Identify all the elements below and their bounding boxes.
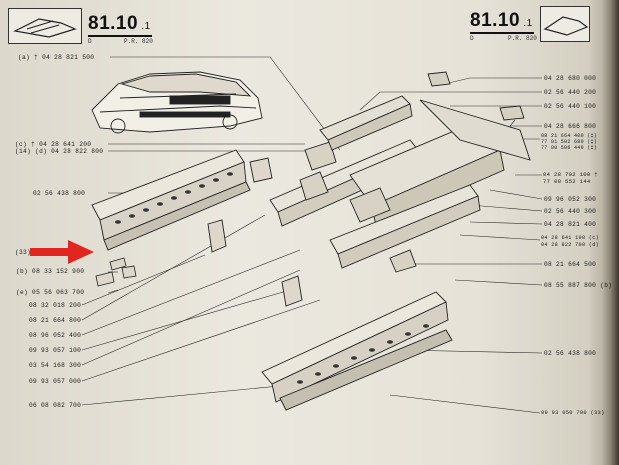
header-left-section: 81.10 [88,13,139,34]
header-right-sub: 1 [526,18,533,29]
ref-label-right: 09 96 052 300 [544,196,597,203]
ref-label-right: 04 28 641 100 (c) [541,235,600,241]
ref-label-left: 09 93 057 000 [29,378,82,385]
ref-label-right: 02 56 440 100 [544,103,597,110]
book-spine-edge [590,0,619,465]
ref-label-left: 08 21 664 800 [29,317,82,324]
ref-label-right: 08 55 887 800 (b) [544,282,613,289]
ref-label-left: 09 93 057 100 [29,347,82,354]
ref-label-right: 02 56 438 800 [544,350,597,357]
ref-label-right: 02 56 440 300 [544,208,597,215]
header-right-section: 81.10 [470,10,521,31]
ref-label-right: 09 93 050 700 (33) [541,410,605,416]
header-left-sub: 1 [144,21,151,32]
ref-label-right: 04 28 666 800 [544,123,597,130]
header-right-meta-d: D [470,35,474,42]
header-right-box [540,6,590,42]
ref-label-right: 08 21 664 500 [544,261,597,268]
callout-arrow [30,240,94,264]
leader-lines [81,56,543,414]
header-right-meta-pr: P.R. 820 [508,35,537,42]
ref-label-left: 06 08 082 700 [29,402,82,409]
ref-label-left: (c) † 04 28 641 200 [15,141,92,148]
header-right-thumbnail-icon [543,16,589,36]
ref-label-left: 02 56 438 800 [33,190,86,197]
header-left-meta-d: D [88,38,92,45]
right-sill-assembly [261,275,453,411]
ref-label-left: (33) [15,249,32,256]
ref-label-right: 08 21 664 400 (‡) [541,133,598,139]
left-sill-assembly [91,149,273,253]
ref-label-right: 04 28 702 100 † [543,171,598,178]
vehicle-body-sketch [91,71,263,134]
header-left-box [8,8,82,44]
center-floor-members [269,71,531,273]
header-left-thumbnail-icon [13,18,77,38]
ref-label-left: (b) 08 33 152 900 [16,268,85,275]
header-left-meta-pr: P.R. 820 [124,38,153,45]
ref-label-left: 08 96 052 400 [29,332,82,339]
header-right-title: 81.10 .1 [470,10,533,31]
header-right-rule [470,32,534,34]
ref-label-right: 04 28 821 400 [544,221,597,228]
ref-label-right: 77 00 552 144 [543,178,591,185]
ref-label-right: 04 28 680 000 [544,75,597,82]
ref-label-left: (e) 05 56 063 700 [16,289,85,296]
header-left-title: 81.10 .1 [88,13,151,34]
small-brackets [95,257,137,287]
ref-label-right: 04 28 822 700 (d) [541,242,600,248]
ref-label-right: 02 56 440 200 [544,89,597,96]
header-left-rule [88,35,152,37]
ref-label-left: (a) † 04 28 821 500 [18,54,95,61]
ref-label-right: 77 01 502 680 (‡) [541,139,598,145]
ref-label-left: 03 54 168 300 [29,362,82,369]
ref-label-left: 08 32 018 200 [29,302,82,309]
ref-label-right: 77 00 506 449 (‡) [541,145,598,151]
ref-label-left: (14) (d) 04 28 822 800 [15,148,104,155]
